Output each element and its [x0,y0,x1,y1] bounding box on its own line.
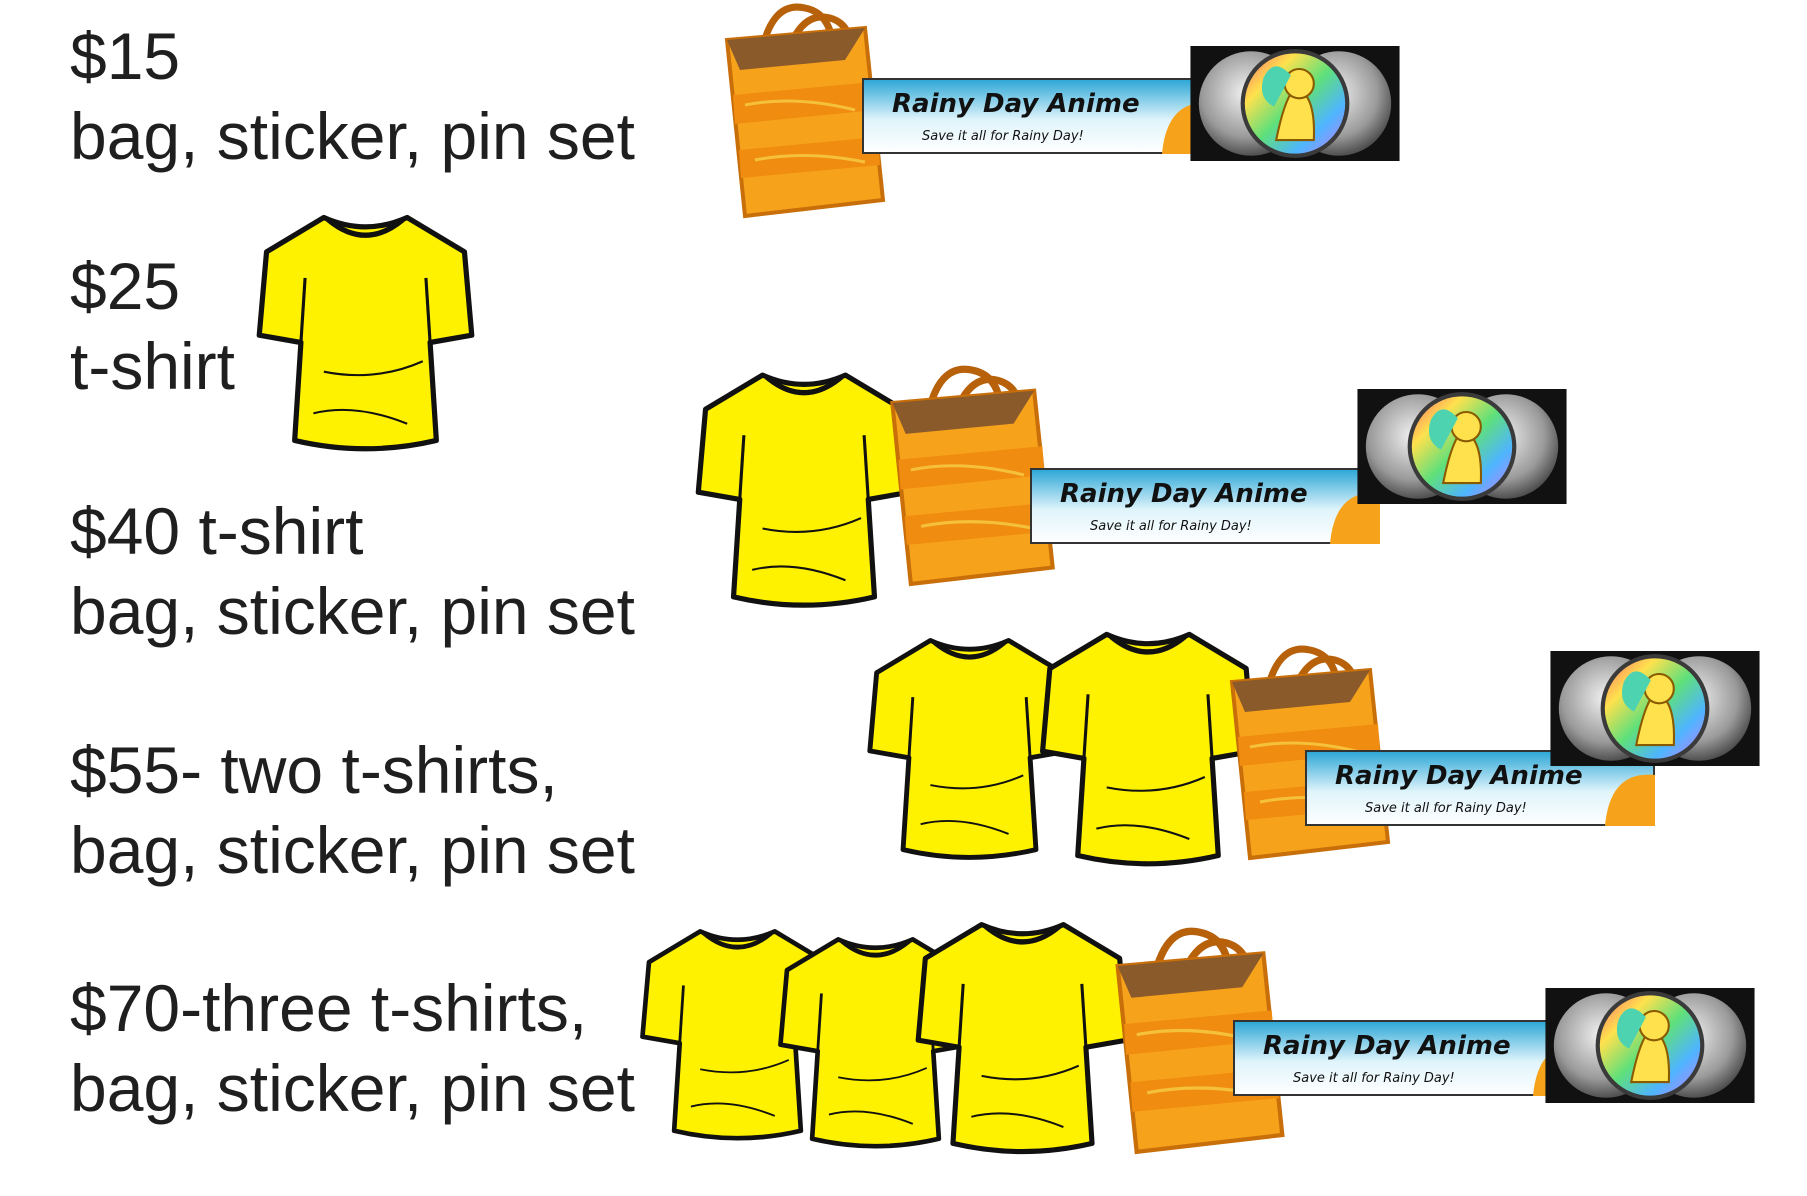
sticker-tagline: Save it all for Rainy Day! [1293,1071,1455,1086]
sticker-icon: Rainy Day Anime Save it all for Rainy Da… [862,78,1212,154]
sticker-title: Rainy Day Anime [892,89,1140,119]
pin-set-icon [1352,389,1572,504]
tier-70-items: bag, sticker, pin set [70,1051,635,1125]
tier-55-price: $55- two t-shirts, [70,733,558,807]
pin-set-icon [1185,46,1405,161]
tier-70-price: $70-three t-shirts, [70,971,588,1045]
tier-25-items: t-shirt [70,329,235,403]
sticker-tagline: Save it all for Rainy Day! [922,129,1084,144]
sticker-icon: Rainy Day Anime Save it all for Rainy Da… [1030,468,1380,544]
t-shirt-icon [910,910,1135,1160]
tier-40-items: bag, sticker, pin set [70,574,635,648]
tier-40-text: $40 t-shirt bag, sticker, pin set [70,491,635,651]
sticker-title: Rainy Day Anime [1335,761,1583,791]
tier-70-text: $70-three t-shirts, bag, sticker, pin se… [70,968,635,1128]
sticker-tagline: Save it all for Rainy Day! [1090,519,1252,534]
tier-25-price: $25 [70,249,181,323]
sticker-icon: Rainy Day Anime Save it all for Rainy Da… [1233,1020,1583,1096]
tier-25-text: $25 t-shirt [70,246,235,406]
pin-set-icon [1545,651,1765,766]
t-shirt-icon [248,205,483,455]
sticker-title: Rainy Day Anime [1263,1031,1511,1061]
tier-15-price: $15 [70,19,181,93]
sticker-icon: Rainy Day Anime Save it all for Rainy Da… [1305,750,1655,826]
sticker-tagline: Save it all for Rainy Day! [1365,801,1527,816]
sticker-title: Rainy Day Anime [1060,479,1308,509]
tier-15-items: bag, sticker, pin set [70,99,635,173]
tier-15-text: $15 bag, sticker, pin set [70,16,635,176]
tier-55-text: $55- two t-shirts, bag, sticker, pin set [70,730,635,890]
pin-set-icon [1540,988,1760,1103]
tier-40-price: $40 t-shirt [70,494,364,568]
tier-55-items: bag, sticker, pin set [70,813,635,887]
